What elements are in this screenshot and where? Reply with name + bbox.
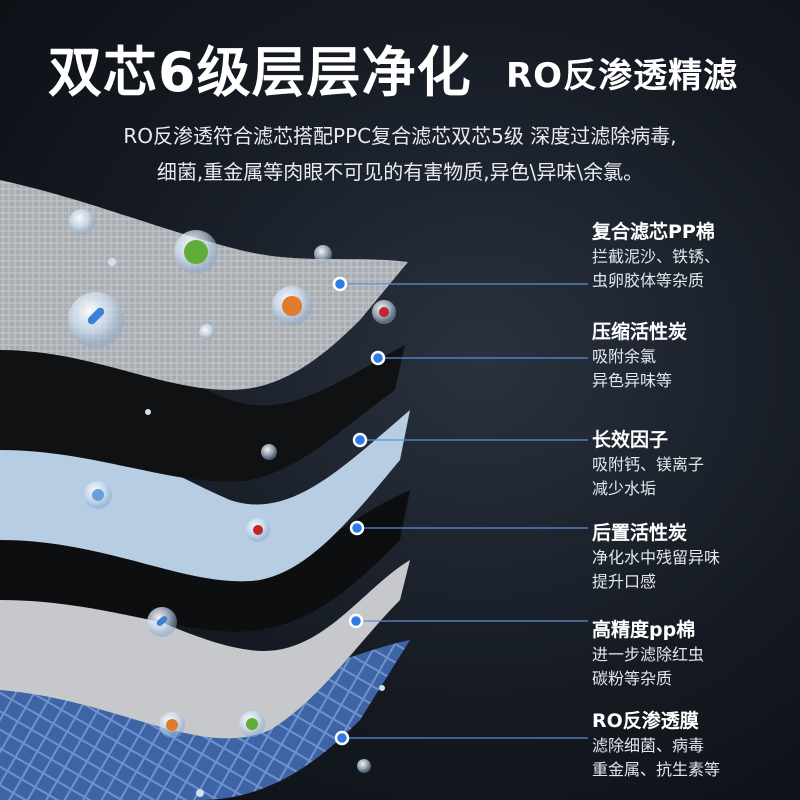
layer-4-desc-1: 净化水中残留异味 bbox=[592, 548, 721, 567]
layer-ro-membrane bbox=[0, 640, 410, 800]
layer-4-name: 后置活性炭 bbox=[592, 522, 688, 544]
layer-label-4: 后置活性炭 净化水中残留异味 提升口感 bbox=[592, 520, 720, 594]
bubble-red bbox=[372, 300, 396, 324]
layer-5-desc-2: 碳粉等杂质 bbox=[592, 669, 673, 688]
layer-2-desc-2: 异色异味等 bbox=[592, 371, 673, 390]
callout-dot bbox=[352, 432, 368, 448]
layer-3-desc-1: 吸附钙、镁离子 bbox=[592, 455, 705, 474]
layer-6-desc-1: 滤除细菌、病毒 bbox=[592, 736, 705, 755]
layer-6-name: RO反渗透膜 bbox=[592, 710, 699, 732]
layer-2-name: 压缩活性炭 bbox=[592, 321, 688, 343]
layer-label-6: RO反渗透膜 滤除细菌、病毒 重金属、抗生素等 bbox=[592, 708, 720, 782]
layer-label-1: 复合滤芯PP棉 拦截泥沙、铁锈、 虫卵胶体等杂质 bbox=[592, 219, 720, 293]
sub-title: RO反渗透精滤 bbox=[506, 56, 739, 96]
bubble-germ-orange bbox=[272, 286, 312, 326]
description-line-2: 细菌,重金属等肉眼不可见的有害物质,异色\异味\余氯。 bbox=[156, 160, 644, 184]
layer-1-desc-1: 拦截泥沙、铁锈、 bbox=[592, 247, 721, 266]
layer-4-desc-2: 提升口感 bbox=[592, 572, 657, 591]
layer-1-desc-2: 虫卵胶体等杂质 bbox=[592, 271, 705, 290]
layer-high-precision-pp bbox=[0, 560, 410, 739]
callout-dot bbox=[332, 276, 348, 292]
bubble-germ-blue bbox=[68, 292, 124, 348]
layer-composite-pp bbox=[0, 180, 408, 390]
layer-1-name: 复合滤芯PP棉 bbox=[592, 221, 715, 243]
title-row: 双芯6级层层净化 RO反渗透精滤 bbox=[0, 28, 800, 108]
description-line-1: RO反渗透符合滤芯搭配PPC复合滤芯双芯5级 深度过滤除病毒, bbox=[123, 124, 677, 148]
germ-green-icon bbox=[184, 240, 208, 264]
callout-dot bbox=[348, 613, 364, 629]
layer-2-desc-1: 吸附余氯 bbox=[592, 347, 657, 366]
layer-label-2: 压缩活性炭 吸附余氯 异色异味等 bbox=[592, 319, 687, 393]
callout-dot bbox=[349, 520, 365, 536]
layer-long-lasting-factor bbox=[0, 410, 410, 582]
callout-dot bbox=[334, 730, 350, 746]
layer-label-3: 长效因子 吸附钙、镁离子 减少水垢 bbox=[592, 427, 704, 501]
main-title: 双芯6级层层净化 bbox=[48, 41, 472, 104]
layer-5-desc-1: 进一步滤除红虫 bbox=[592, 645, 705, 664]
layer-5-name: 高精度pp棉 bbox=[592, 619, 696, 641]
bubble-germ-bottom bbox=[147, 607, 177, 637]
layer-6-desc-2: 重金属、抗生素等 bbox=[592, 760, 721, 779]
bubble-particle bbox=[69, 209, 95, 235]
layer-3-name: 长效因子 bbox=[592, 429, 669, 451]
bubble-germ-green bbox=[174, 230, 218, 274]
germ-orange-icon bbox=[282, 296, 302, 316]
layer-label-5: 高精度pp棉 进一步滤除红虫 碳粉等杂质 bbox=[592, 617, 704, 691]
layer-3-desc-2: 减少水垢 bbox=[592, 479, 657, 498]
layer-compressed-carbon bbox=[0, 330, 405, 482]
layer-rear-carbon bbox=[0, 490, 410, 632]
germ-blue-icon bbox=[87, 307, 105, 325]
callout-dot bbox=[370, 350, 386, 366]
bubble-germ-small bbox=[84, 481, 112, 509]
